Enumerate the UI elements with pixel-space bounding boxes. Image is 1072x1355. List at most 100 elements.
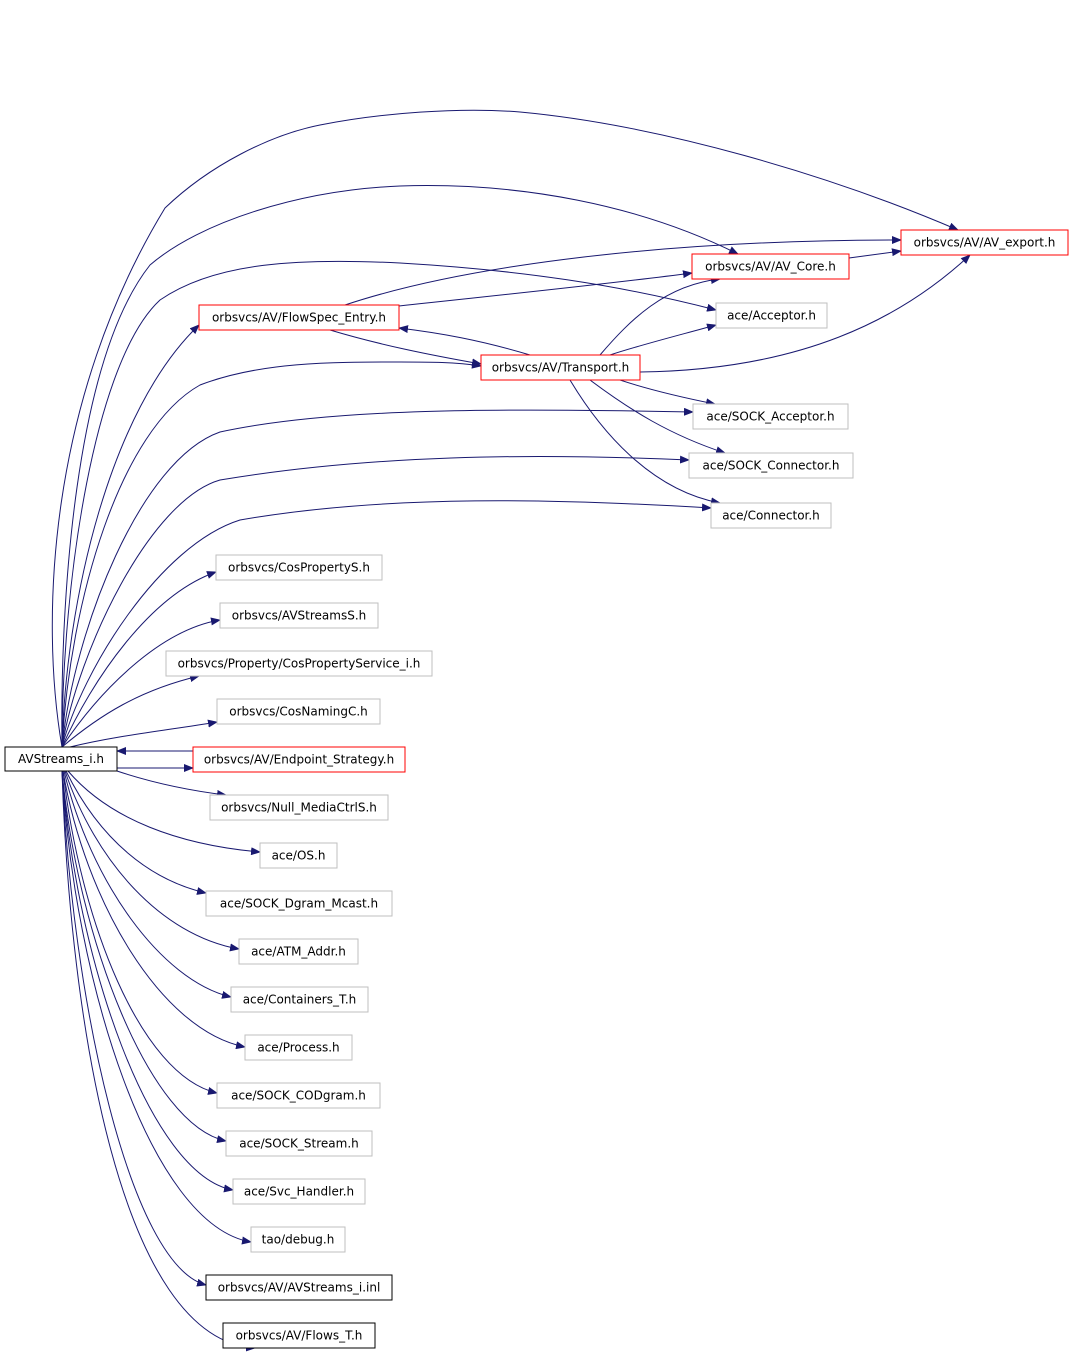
node-label-atm_addr: ace/ATM_Addr.h	[251, 945, 346, 959]
node-label-flowspec: orbsvcs/AV/FlowSpec_Entry.h	[212, 311, 386, 325]
node-svc_handler[interactable]: ace/Svc_Handler.h	[232, 1178, 366, 1205]
edges-layer	[51, 109, 971, 1352]
node-root[interactable]: AVStreams_i.h	[4, 746, 118, 772]
edge-flowspec-to-av_core	[398, 270, 693, 307]
edge-root-to-flows_t	[61, 770, 256, 1352]
node-box-null_mediactrl	[209, 794, 389, 821]
node-box-containers	[230, 986, 369, 1013]
node-label-sock_connector: ace/SOCK_Connector.h	[703, 459, 840, 473]
edge-root-to-dgram_mcast	[65, 770, 207, 895]
node-avstreamss[interactable]: orbsvcs/AVStreamsS.h	[219, 602, 379, 629]
edge-root-to-os	[67, 770, 261, 856]
node-connector[interactable]: ace/Connector.h	[710, 502, 832, 529]
node-label-cospropertyservice: orbsvcs/Property/CosPropertyService_i.h	[178, 657, 421, 671]
edge-root-to-avstreamss	[61, 617, 221, 748]
node-label-cospropertys: orbsvcs/CosPropertyS.h	[228, 561, 370, 575]
edge-root-to-process	[62, 770, 246, 1050]
node-box-connector	[710, 502, 832, 529]
node-flowspec[interactable]: orbsvcs/AV/FlowSpec_Entry.h	[198, 304, 400, 331]
node-cospropertyservice[interactable]: orbsvcs/Property/CosPropertyService_i.h	[165, 650, 433, 677]
node-containers[interactable]: ace/Containers_T.h	[230, 986, 369, 1013]
edge-root-to-codgram	[62, 770, 218, 1095]
edge-root-to-cospropertys	[61, 571, 217, 748]
node-endpoint[interactable]: orbsvcs/AV/Endpoint_Strategy.h	[192, 746, 406, 773]
edge-root-to-acceptor	[61, 260, 717, 748]
node-label-avstreams_inl: orbsvcs/AV/AVStreams_i.inl	[218, 1281, 381, 1295]
edge-transport-to-connector	[569, 379, 721, 506]
node-sock_stream[interactable]: ace/SOCK_Stream.h	[225, 1130, 373, 1157]
node-box-av_export	[900, 229, 1069, 256]
node-box-dgram_mcast	[205, 890, 393, 917]
node-label-process: ace/Process.h	[257, 1041, 339, 1055]
node-box-flows_t	[222, 1322, 376, 1349]
nodes-layer: AVStreams_i.h orbsvcs/AV/AV_export.horbsv…	[4, 229, 1069, 1349]
edge-root-to-debug	[61, 770, 252, 1245]
node-label-flows_t: orbsvcs/AV/Flows_T.h	[236, 1329, 363, 1343]
edge-transport-to-sock_connector	[589, 379, 726, 455]
node-box-atm_addr	[238, 938, 359, 965]
node-os[interactable]: ace/OS.h	[259, 842, 338, 869]
edge-root-to-av_core	[61, 185, 739, 748]
node-box-av_core	[691, 253, 850, 280]
node-label-svc_handler: ace/Svc_Handler.h	[244, 1185, 354, 1199]
node-dgram_mcast[interactable]: ace/SOCK_Dgram_Mcast.h	[205, 890, 393, 917]
node-debug[interactable]: tao/debug.h	[250, 1226, 346, 1253]
edge-root-to-sock_stream	[61, 770, 227, 1144]
node-label-endpoint: orbsvcs/AV/Endpoint_Strategy.h	[204, 753, 394, 767]
node-cosnamingc[interactable]: orbsvcs/CosNamingC.h	[216, 698, 381, 725]
node-label-null_mediactrl: orbsvcs/Null_MediaCtrlS.h	[221, 801, 377, 815]
node-sock_acceptor[interactable]: ace/SOCK_Acceptor.h	[692, 403, 849, 430]
node-atm_addr[interactable]: ace/ATM_Addr.h	[238, 938, 359, 965]
node-label-os: ace/OS.h	[272, 849, 326, 863]
node-box-endpoint	[192, 746, 406, 773]
node-label-debug: tao/debug.h	[262, 1233, 335, 1247]
node-label-dgram_mcast: ace/SOCK_Dgram_Mcast.h	[220, 897, 378, 911]
node-sock_connector[interactable]: ace/SOCK_Connector.h	[688, 452, 854, 479]
edge-root-to-null_mediactrl	[116, 770, 227, 798]
edge-av_core-to-av_export	[848, 248, 902, 259]
edge-root-to-sock_acceptor	[61, 407, 694, 748]
node-box-svc_handler	[232, 1178, 366, 1205]
node-box-sock_connector	[688, 452, 854, 479]
edge-root-to-cosnamingc	[69, 719, 218, 748]
node-codgram[interactable]: ace/SOCK_CODgram.h	[216, 1082, 381, 1109]
node-label-acceptor: ace/Acceptor.h	[727, 309, 816, 323]
node-label-transport: orbsvcs/AV/Transport.h	[492, 361, 630, 375]
node-box-avstreams_inl	[205, 1274, 393, 1301]
edge-root-to-containers	[63, 770, 232, 999]
node-box-root	[4, 746, 118, 772]
node-box-process	[244, 1034, 353, 1061]
node-cospropertys[interactable]: orbsvcs/CosPropertyS.h	[215, 554, 383, 581]
node-null_mediactrl[interactable]: orbsvcs/Null_MediaCtrlS.h	[209, 794, 389, 821]
edge-flowspec-to-av_export	[344, 236, 902, 306]
node-label-sock_acceptor: ace/SOCK_Acceptor.h	[706, 410, 834, 424]
edge-root-to-atm_addr	[64, 770, 240, 952]
node-label-connector: ace/Connector.h	[722, 509, 820, 523]
node-label-containers: ace/Containers_T.h	[243, 993, 357, 1007]
node-box-cospropertys	[215, 554, 383, 581]
node-box-avstreamss	[219, 602, 379, 629]
node-av_core[interactable]: orbsvcs/AV/AV_Core.h	[691, 253, 850, 280]
node-flows_t[interactable]: orbsvcs/AV/Flows_T.h	[222, 1322, 376, 1349]
node-box-debug	[250, 1226, 346, 1253]
node-process[interactable]: ace/Process.h	[244, 1034, 353, 1061]
node-label-sock_stream: ace/SOCK_Stream.h	[239, 1137, 359, 1151]
node-box-acceptor	[715, 302, 828, 329]
edge-transport-to-sock_acceptor	[619, 379, 716, 407]
node-avstreams_inl[interactable]: orbsvcs/AV/AVStreams_i.inl	[205, 1274, 393, 1301]
node-label-av_export: orbsvcs/AV/AV_export.h	[914, 236, 1056, 250]
node-label-root: AVStreams_i.h	[18, 752, 104, 766]
node-box-os	[259, 842, 338, 869]
edge-transport-to-av_core	[599, 276, 721, 356]
edge-root-to-svc_handler	[61, 770, 234, 1193]
edge-root-to-avstreams_inl	[61, 770, 207, 1287]
node-box-cospropertyservice	[165, 650, 433, 677]
edge-root-to-cospropertyservice	[61, 674, 200, 748]
edge-root-to-sock_connector	[61, 455, 690, 748]
node-box-cosnamingc	[216, 698, 381, 725]
edge-root-to-connector	[61, 500, 712, 748]
node-acceptor[interactable]: ace/Acceptor.h	[715, 302, 828, 329]
node-av_export[interactable]: orbsvcs/AV/AV_export.h	[900, 229, 1069, 256]
node-transport[interactable]: orbsvcs/AV/Transport.h	[480, 354, 641, 381]
